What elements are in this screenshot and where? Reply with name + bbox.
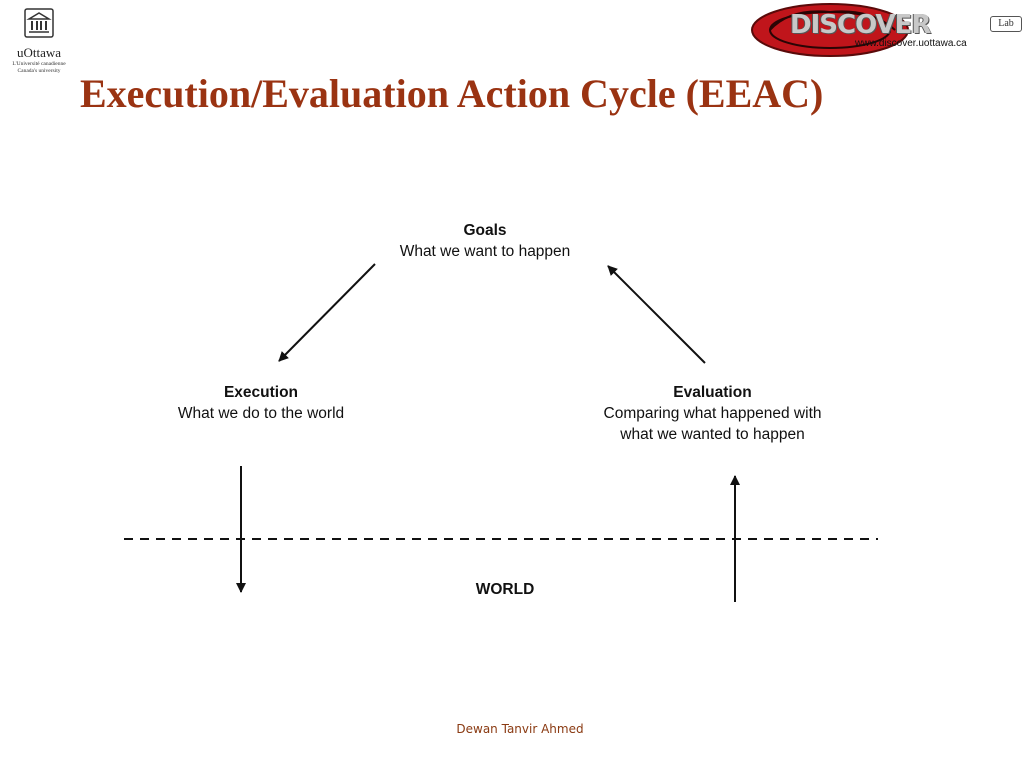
discover-lab-logo: DISCOVER Lab www.discover.uottawa.ca (750, 2, 1024, 60)
evaluation-node: Evaluation Comparing what happened with … (580, 382, 845, 445)
uottawa-logo: uOttawa L'Université canadienne Canada's… (8, 8, 70, 78)
execution-text: What we do to the world (177, 405, 345, 422)
execution-node: Execution What we do to the world (150, 382, 372, 424)
discover-emblem-icon (751, 3, 909, 57)
evaluation-heading: Evaluation (673, 384, 752, 401)
goals-to-execution-arrow (278, 263, 376, 362)
discover-wordmark: DISCOVER (790, 10, 931, 40)
evaluation-text-line2: what we wanted to happen (620, 426, 805, 443)
evaluation-to-goals-arrow (607, 265, 706, 364)
lab-url: www.discover.uottawa.ca (855, 38, 967, 49)
goals-node: Goals What we want to happen (375, 220, 595, 262)
building-icon (24, 8, 54, 38)
goals-text: What we want to happen (399, 243, 571, 260)
lab-badge: Lab (990, 16, 1022, 32)
execution-heading: Execution (223, 384, 299, 401)
footer-author: Dewan Tanvir Ahmed (456, 722, 584, 736)
university-name: uOttawa (16, 45, 62, 60)
university-tagline-fr: L'Université canadienne (12, 61, 66, 67)
slide-title: Execution/Evaluation Action Cycle (EEAC) (80, 71, 824, 116)
goals-heading: Goals (463, 222, 507, 239)
university-tagline-en: Canada's university (17, 68, 61, 74)
world-label: WORLD (475, 581, 535, 598)
evaluation-text-line1: Comparing what happened with (603, 405, 822, 422)
